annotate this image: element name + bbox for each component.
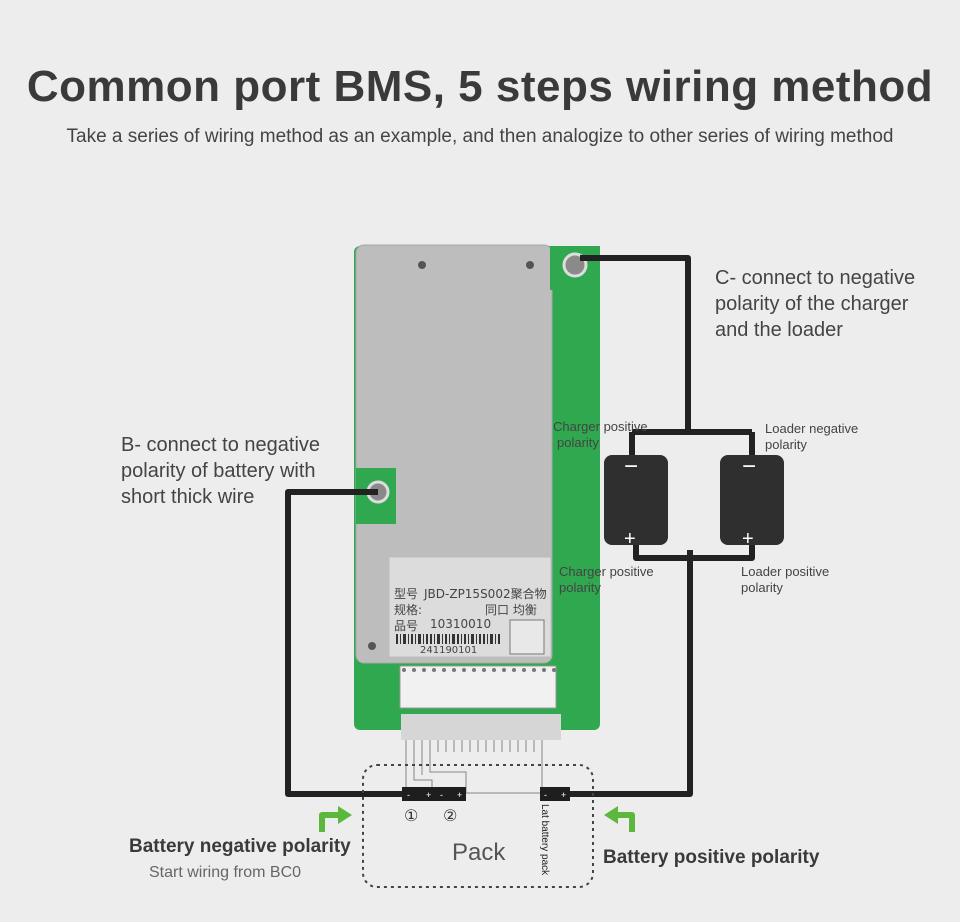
pack-cell-2: - + bbox=[436, 787, 466, 801]
svg-text:-: - bbox=[440, 790, 443, 800]
battery-positive-label: Battery positive polarity bbox=[603, 847, 820, 868]
pack-cell-last: - + bbox=[540, 787, 570, 801]
loader-negative-label: Loader negative polarity bbox=[765, 421, 858, 453]
label-line: polarity bbox=[741, 580, 783, 595]
b-minus-note: B- connect to negative polarity of batte… bbox=[121, 432, 320, 510]
charger-positive-top-label: Charger positive polarity bbox=[553, 419, 648, 451]
connector-pins bbox=[402, 668, 556, 672]
label-line: Charger positive bbox=[559, 564, 654, 579]
battery-negative-label: Battery negative polarity bbox=[129, 836, 351, 857]
label-line: polarity bbox=[557, 435, 599, 450]
c-minus-note: C- connect to negative polarity of the c… bbox=[715, 265, 915, 343]
arrow-icon-right bbox=[616, 812, 635, 832]
last-pack-label: Lat battery pack bbox=[539, 804, 550, 876]
sticker-spec-value: 同口 均衡 bbox=[485, 603, 537, 617]
balance-wires bbox=[405, 740, 543, 794]
loader-battery: − + bbox=[720, 453, 784, 550]
pack-label: Pack bbox=[452, 839, 506, 866]
sticker-model-key: 型号 bbox=[394, 587, 419, 601]
svg-text:+: + bbox=[624, 528, 636, 550]
arrow-icon-left bbox=[319, 812, 340, 832]
c-minus-note-line: polarity of the charger bbox=[715, 293, 909, 315]
balance-connector bbox=[399, 665, 557, 709]
label-line: Charger positive bbox=[553, 419, 648, 434]
svg-text:-: - bbox=[407, 790, 410, 800]
loader-positive-label: Loader positive polarity bbox=[741, 564, 829, 596]
c-minus-note-line: and the loader bbox=[715, 319, 843, 341]
svg-text:+: + bbox=[742, 528, 754, 550]
sticker-part-key: 品号 bbox=[394, 619, 419, 633]
label-line: Loader negative bbox=[765, 421, 859, 436]
pack-cell-1: - + bbox=[402, 787, 436, 801]
sticker-barcode-text: 241190101 bbox=[420, 645, 478, 656]
svg-text:−: − bbox=[742, 453, 756, 480]
c-minus-note-line: C- connect to negative bbox=[715, 267, 916, 289]
svg-text:-: - bbox=[544, 790, 547, 800]
svg-text:+: + bbox=[561, 790, 566, 800]
start-wiring-label: Start wiring from BC0 bbox=[149, 864, 302, 881]
b-minus-note-line: short thick wire bbox=[121, 486, 255, 508]
page-title: Common port BMS, 5 steps wiring method bbox=[26, 62, 934, 111]
svg-text:+: + bbox=[426, 790, 431, 800]
arrow-head-right bbox=[604, 806, 618, 824]
sticker-spec-key: 规格: bbox=[394, 603, 423, 617]
b-minus-note-line: B- connect to negative bbox=[121, 434, 321, 456]
balance-plug bbox=[401, 714, 561, 740]
sticker-model-value: JBD-ZP15S002聚合物 bbox=[424, 587, 547, 601]
svg-text:+: + bbox=[457, 790, 462, 800]
page-subtitle: Take a series of wiring method as an exa… bbox=[66, 126, 894, 147]
barcode bbox=[396, 634, 500, 644]
label-line: polarity bbox=[559, 580, 601, 595]
b-minus-note-line: polarity of battery with bbox=[121, 460, 316, 482]
charger-positive-bottom-label: Charger positive polarity bbox=[559, 564, 654, 596]
sticker-part-value: 10310010 bbox=[430, 617, 492, 631]
label-line: polarity bbox=[765, 437, 807, 452]
label-line: Loader positive bbox=[741, 564, 830, 579]
charger-battery: − + bbox=[604, 453, 668, 550]
arrow-head-left bbox=[338, 806, 352, 824]
cell-number-2: ② bbox=[443, 808, 458, 825]
thick-wires bbox=[285, 255, 755, 797]
pack-outline bbox=[362, 764, 594, 888]
svg-text:−: − bbox=[624, 453, 638, 480]
cell-number-1: ① bbox=[404, 808, 419, 825]
